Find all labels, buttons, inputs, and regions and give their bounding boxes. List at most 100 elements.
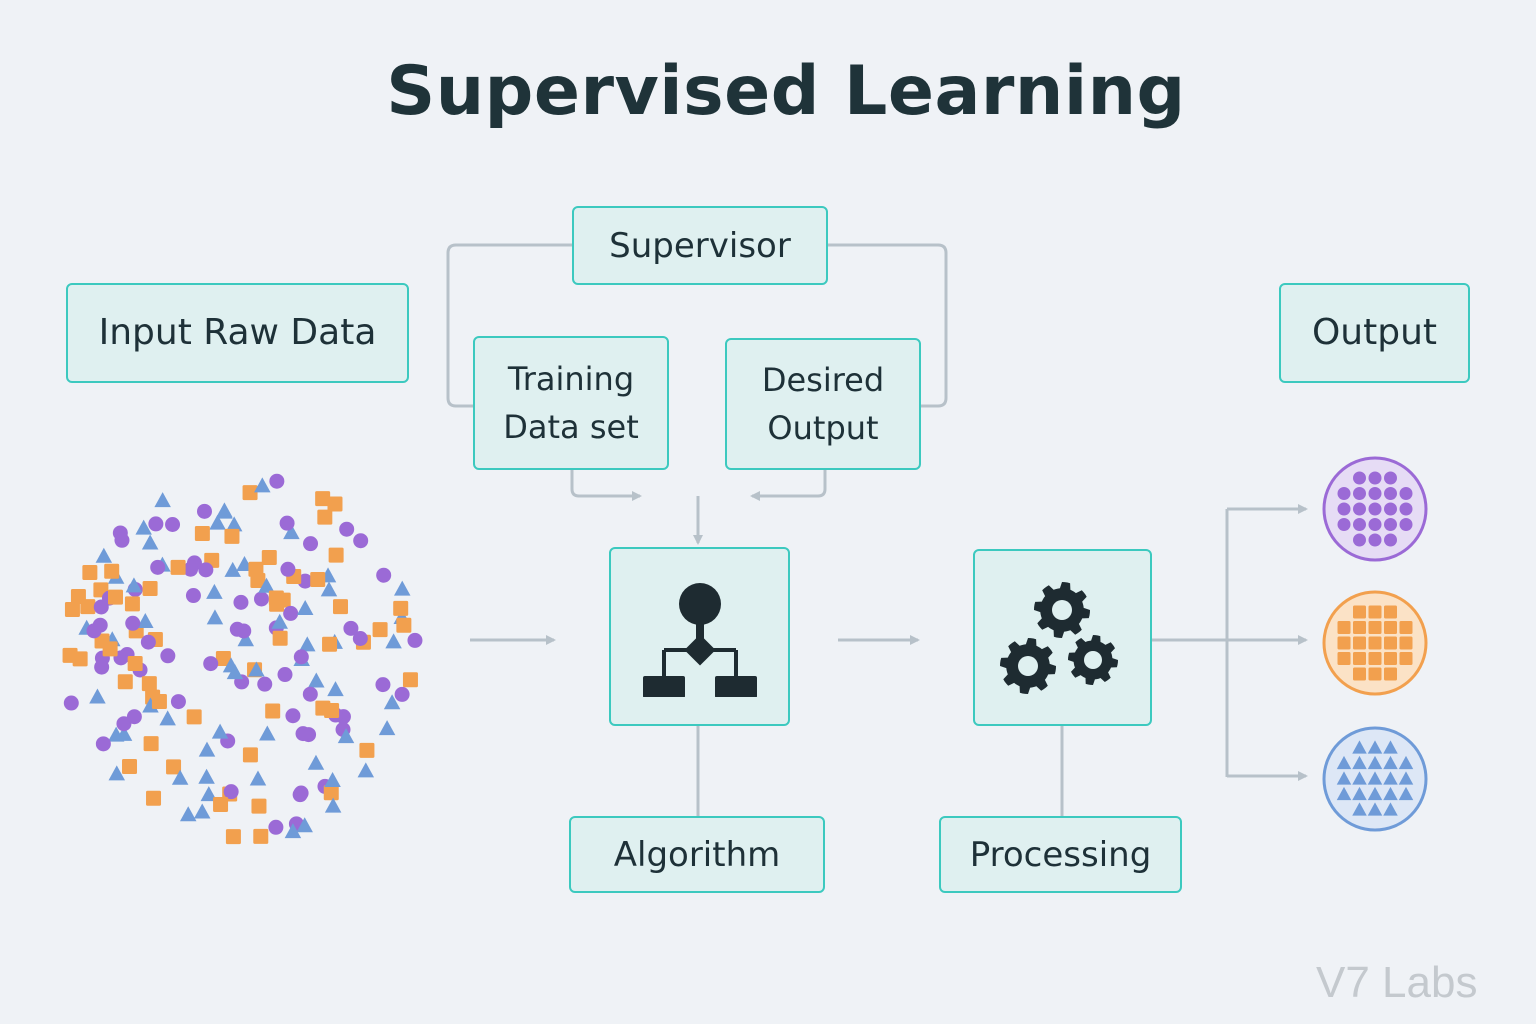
processing-box bbox=[973, 549, 1152, 726]
raw-data-point bbox=[186, 709, 202, 725]
class-item bbox=[1383, 786, 1398, 801]
class-item bbox=[1398, 786, 1414, 801]
class-item bbox=[1383, 740, 1398, 754]
raw-data-point bbox=[407, 632, 423, 648]
raw-data-point bbox=[80, 599, 96, 615]
raw-data-point bbox=[295, 726, 311, 742]
raw-data-point bbox=[343, 620, 359, 636]
class-item bbox=[1336, 755, 1352, 770]
supervisor-link-left bbox=[446, 243, 572, 408]
raw-data-point bbox=[251, 798, 267, 814]
processing-label: Processing bbox=[969, 834, 1152, 875]
raw-data-point bbox=[279, 515, 295, 531]
raw-data-point bbox=[95, 547, 113, 563]
raw-data-point bbox=[124, 596, 140, 612]
output-box: Output bbox=[1279, 283, 1470, 383]
raw-data-point bbox=[126, 709, 142, 725]
supervisor-box: Supervisor bbox=[572, 206, 828, 285]
raw-data-point bbox=[297, 573, 313, 589]
raw-data-point bbox=[95, 736, 111, 752]
raw-data-point bbox=[269, 473, 285, 489]
raw-data-point bbox=[154, 492, 171, 508]
raw-data-point bbox=[198, 741, 216, 757]
raw-data-point bbox=[203, 656, 219, 672]
raw-data-point bbox=[107, 726, 125, 742]
raw-data-point bbox=[327, 496, 343, 512]
raw-data-point bbox=[216, 502, 233, 518]
class-item bbox=[1353, 471, 1366, 485]
raw-data-point bbox=[185, 588, 201, 604]
raw-data-point bbox=[293, 649, 309, 665]
raw-data-point bbox=[249, 770, 267, 786]
class-item bbox=[1399, 621, 1413, 634]
raw-data-point bbox=[166, 759, 182, 775]
raw-data-point bbox=[393, 580, 411, 596]
class-item bbox=[1383, 771, 1398, 785]
raw-data-point bbox=[135, 519, 152, 535]
class-item bbox=[1383, 802, 1398, 816]
class-item bbox=[1367, 786, 1383, 801]
raw-data-point bbox=[265, 703, 281, 719]
class-item bbox=[1368, 471, 1382, 485]
raw-data-point bbox=[63, 695, 79, 711]
raw-data-point bbox=[206, 609, 224, 625]
class-item bbox=[1399, 487, 1413, 500]
raw-data-point bbox=[141, 534, 159, 550]
raw-data-point bbox=[310, 571, 326, 587]
raw-data-point bbox=[302, 686, 318, 702]
class-item bbox=[1353, 636, 1366, 650]
raw-data-point bbox=[142, 581, 158, 597]
raw-data-point bbox=[285, 708, 301, 724]
raw-data-point bbox=[337, 728, 355, 744]
raw-data-point bbox=[225, 829, 241, 845]
class-item bbox=[1352, 740, 1367, 754]
class-item bbox=[1384, 605, 1397, 619]
raw-data-point bbox=[261, 550, 277, 566]
raw-data-point bbox=[107, 589, 123, 605]
raw-data-point bbox=[353, 533, 369, 549]
raw-data-point bbox=[296, 817, 313, 833]
raw-data-point bbox=[223, 784, 239, 800]
raw-data-point bbox=[315, 700, 331, 716]
algorithm-box bbox=[609, 547, 790, 726]
raw-data-point bbox=[254, 477, 271, 493]
raw-data-point bbox=[372, 622, 388, 638]
raw-data-point bbox=[233, 594, 249, 610]
class-item bbox=[1368, 621, 1382, 634]
class-item bbox=[1353, 533, 1366, 547]
raw-data-point bbox=[396, 617, 412, 633]
raw-data-point bbox=[122, 759, 138, 775]
input-raw-data-box: Input Raw Data bbox=[66, 283, 409, 383]
raw-data-point bbox=[385, 633, 402, 649]
raw-data-point bbox=[296, 600, 314, 616]
raw-data-point bbox=[317, 509, 333, 525]
class-item bbox=[1353, 621, 1366, 634]
raw-data-point bbox=[357, 762, 375, 778]
class-item bbox=[1368, 518, 1382, 531]
class-item bbox=[1384, 533, 1397, 547]
raw-data-point bbox=[332, 599, 348, 615]
flowchart-icon bbox=[642, 582, 757, 697]
raw-data-point bbox=[253, 828, 269, 844]
raw-data-point bbox=[183, 561, 199, 577]
algorithm-label-box: Algorithm bbox=[569, 816, 825, 893]
diagram-title: Supervised Learning bbox=[386, 52, 1186, 131]
raw-data-point bbox=[179, 806, 197, 822]
raw-data-point bbox=[394, 686, 410, 702]
raw-data-point bbox=[193, 803, 211, 819]
raw-data-point bbox=[224, 561, 241, 577]
class-item bbox=[1368, 652, 1382, 665]
raw-data-point bbox=[283, 605, 299, 621]
class-item bbox=[1353, 605, 1366, 619]
raw-data-point bbox=[140, 634, 156, 650]
gear-top bbox=[1033, 581, 1090, 638]
raw-data-point bbox=[253, 591, 269, 607]
gear-bottom-left bbox=[999, 637, 1056, 694]
raw-data-point bbox=[283, 524, 300, 540]
gear-bottom-right bbox=[1067, 634, 1118, 685]
raw-data-point bbox=[226, 664, 244, 680]
raw-data-point bbox=[359, 742, 375, 758]
raw-data-point bbox=[324, 797, 342, 813]
class-item bbox=[1368, 502, 1382, 516]
